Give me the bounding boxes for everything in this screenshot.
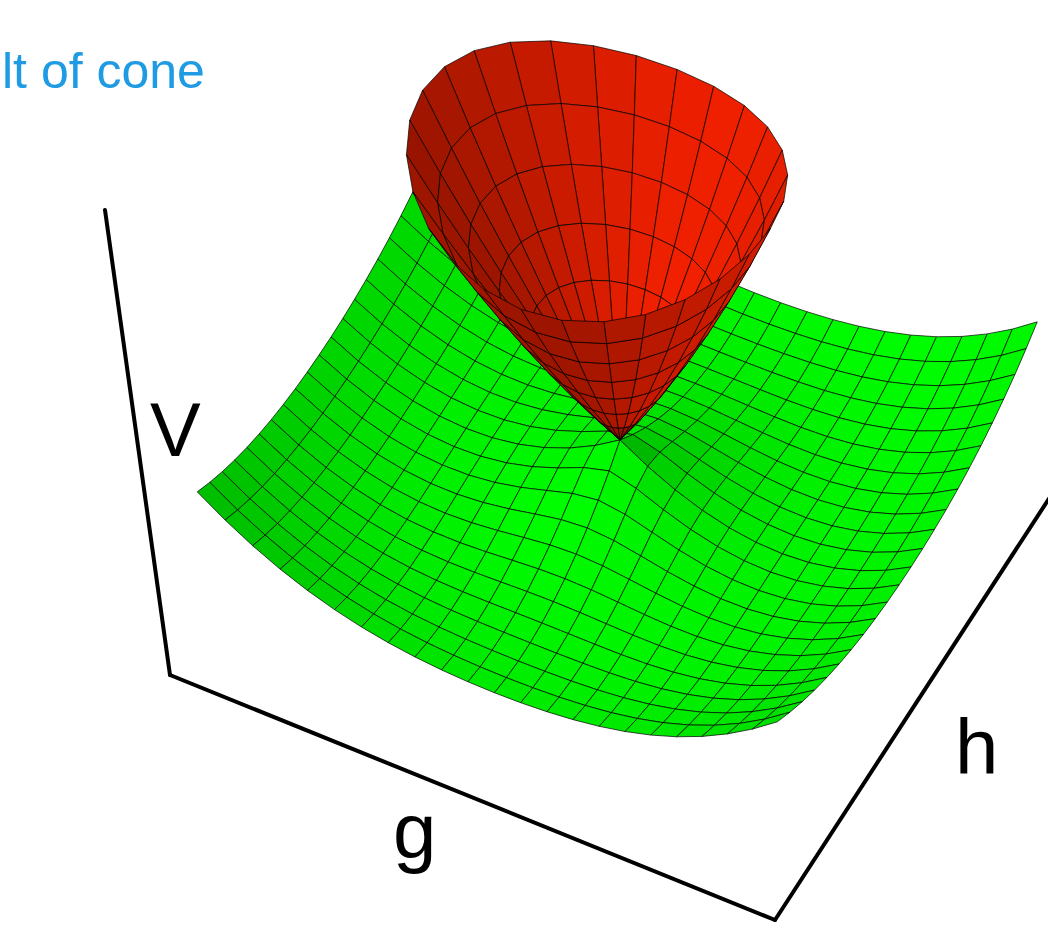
cone-patch [598, 107, 635, 173]
cone-patch [406, 155, 443, 234]
axis-label: g [393, 792, 436, 870]
cone-patch [604, 315, 646, 344]
surface-patch [898, 529, 935, 552]
surface-patch [197, 482, 237, 520]
surface-patch [979, 374, 1015, 404]
cone-patch [453, 262, 504, 316]
surface-patch [921, 489, 958, 513]
h-axis [775, 494, 1048, 920]
cone-patch [612, 427, 620, 440]
cone-patch [612, 380, 636, 400]
cone-patch [521, 309, 570, 341]
cone-patch [761, 175, 788, 243]
axis-label: V [150, 392, 201, 468]
cone-patch [706, 255, 749, 310]
surface-patch [933, 468, 970, 493]
cone-patch [587, 380, 614, 399]
surface-patch [862, 585, 899, 606]
cone-patch [642, 300, 685, 338]
cone-patch [731, 228, 770, 289]
cone-patch [570, 342, 609, 364]
cone-patch [562, 320, 607, 343]
surface-patch [967, 399, 1003, 428]
upper-cone [406, 41, 787, 440]
surface-patch [874, 567, 911, 588]
cone-patch [593, 46, 636, 115]
surface-patch [886, 549, 923, 571]
cone-patch [614, 398, 632, 415]
surface-patch [909, 510, 946, 533]
surface-patch [956, 423, 993, 451]
cone-patch [579, 362, 612, 382]
lower-surface [197, 92, 1037, 737]
heading-text: lt of cone [2, 46, 205, 96]
plot-axes [105, 210, 1048, 920]
surface-patch [944, 446, 981, 472]
g-axis [170, 675, 775, 920]
cone-patch [596, 398, 616, 415]
cone-patch [602, 167, 633, 230]
cone-patch [413, 192, 457, 265]
cone-patch [604, 413, 618, 428]
axis-label: h [955, 708, 998, 786]
surface-patch [752, 712, 789, 729]
